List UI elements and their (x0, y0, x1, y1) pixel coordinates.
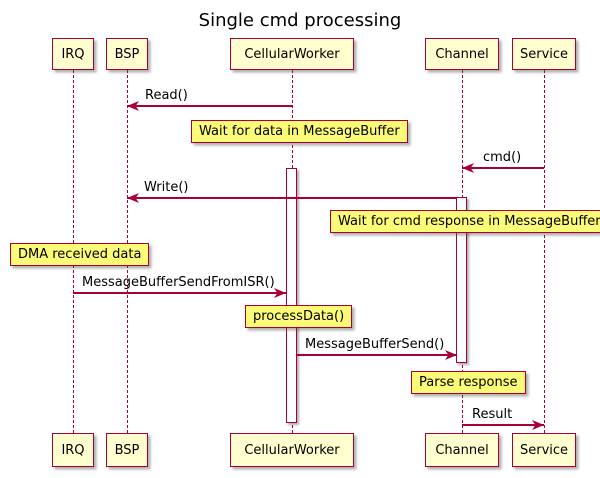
arrowhead-left-icon (127, 193, 139, 203)
arrow-line (127, 105, 292, 107)
participant-top-service: Service (512, 38, 576, 70)
arrowhead-right-icon (532, 420, 544, 430)
arrowhead-right-icon (274, 288, 286, 298)
arrow-line (297, 354, 457, 356)
activation-bar-channel (456, 197, 467, 363)
diagram-title: Single cmd processing (198, 10, 402, 31)
note-parse-response: Parse response (411, 371, 526, 394)
message-label: Result (472, 407, 513, 422)
participant-bottom-cellularworker: CellularWorker (230, 433, 354, 467)
arrow-line (127, 197, 457, 199)
participant-bottom-channel: Channel (425, 433, 499, 467)
activation-bar-cellularworker (286, 168, 297, 423)
arrowhead-left-icon (127, 101, 139, 111)
note-wait-for-data: Wait for data in MessageBuffer (191, 120, 408, 143)
arrow-line (73, 292, 286, 294)
participant-top-cellularworker: CellularWorker (230, 38, 354, 70)
participant-top-bsp: BSP (106, 38, 148, 70)
note-wait-for-cmd-response: Wait for cmd response in MessageBuffer (330, 210, 600, 233)
participant-top-channel: Channel (425, 38, 499, 70)
participant-top-irq: IRQ (52, 38, 94, 70)
participant-bottom-service: Service (512, 433, 576, 467)
participant-bottom-irq: IRQ (52, 433, 94, 467)
message-label: cmd() (483, 150, 522, 165)
arrowhead-right-icon (445, 350, 457, 360)
message-label: MessageBufferSendFromISR() (82, 275, 275, 290)
lifeline-service (544, 70, 545, 433)
arrow-line (462, 424, 544, 426)
note-dma-received-data: DMA received data (10, 243, 150, 266)
message-label: Read() (145, 88, 188, 103)
participant-bottom-bsp: BSP (106, 433, 148, 467)
arrowhead-left-icon (462, 163, 474, 173)
message-label: Write() (144, 180, 189, 195)
note-processdata: processData() (245, 305, 353, 328)
arrow-line (462, 167, 544, 169)
message-label: MessageBufferSend() (305, 337, 445, 352)
